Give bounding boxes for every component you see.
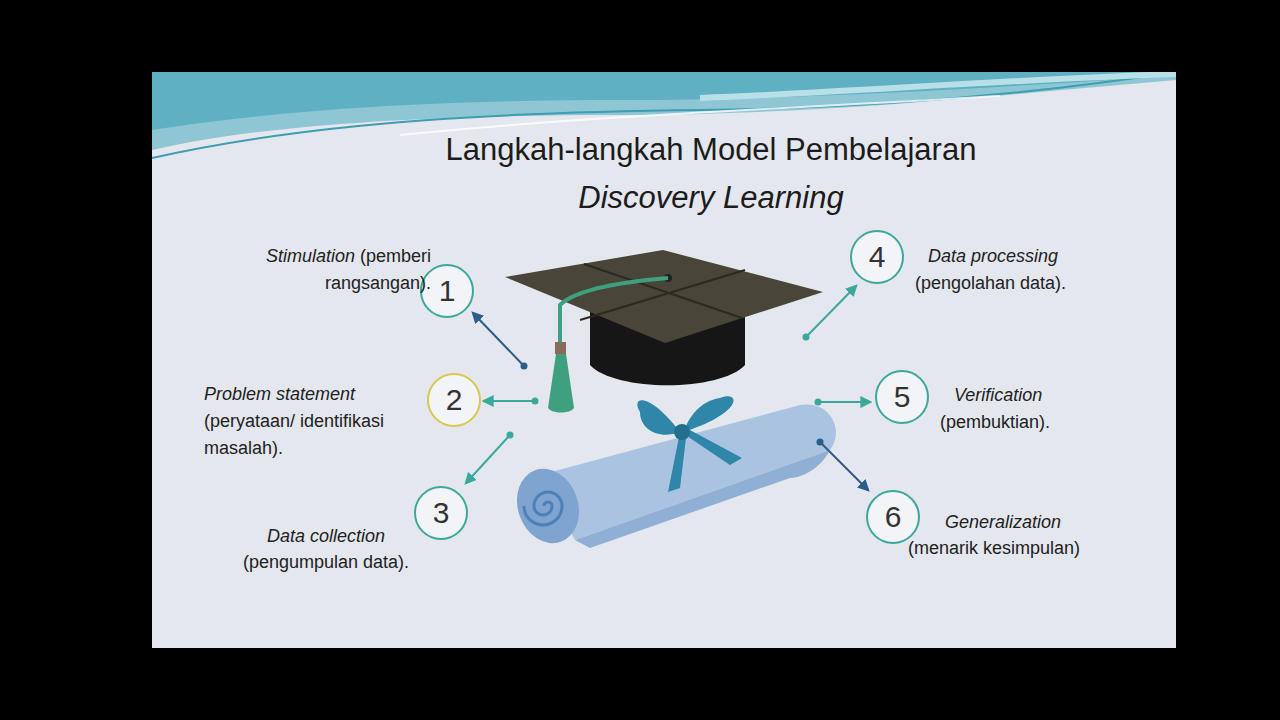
graduation-cap	[505, 250, 823, 413]
step-name: Problem statement	[204, 381, 434, 408]
step-description: Stimulation(pemberi rangsangan).	[209, 243, 431, 297]
step-name: Verification	[954, 382, 1154, 409]
step-name: Data processing	[928, 243, 1158, 270]
step-translation: (pembuktian).	[940, 409, 1150, 436]
ribbon-bow	[637, 396, 742, 492]
step-circle: 3Data collection(pengumpulan data).	[414, 486, 468, 540]
slide-title: Langkah-langkah Model Pembelajaran	[446, 131, 977, 169]
step-translation: (menarik kesimpulan)	[908, 535, 1170, 562]
step-translation: (peryataan/ identifikasi masalah).	[204, 408, 426, 462]
step-circle: 4Data processing(pengolahan data).	[850, 230, 904, 284]
slide-subtitle: Discovery Learning	[578, 179, 843, 217]
callout-number: 2	[429, 375, 479, 425]
callout-number: 6	[868, 492, 918, 542]
step-name: Data collection	[216, 523, 436, 550]
leader-arrows	[466, 286, 870, 490]
step-circle: 5Verification(pembuktian).	[875, 370, 929, 424]
step-translation: (pengolahan data).	[915, 270, 1155, 297]
step-translation: (pengumpulan data).	[216, 549, 436, 576]
step-circle: 1Stimulation(pemberi rangsangan).	[420, 264, 474, 318]
step-circle: 2Problem statement(peryataan/ identifika…	[427, 373, 481, 427]
callout-number: 4	[852, 232, 902, 282]
step-circle: 6Generalization(menarik kesimpulan)	[866, 490, 920, 544]
callout-number: 5	[877, 372, 927, 422]
callout-number: 3	[416, 488, 466, 538]
step-name: Stimulation	[266, 246, 355, 266]
step-name: Generalization	[945, 509, 1165, 536]
